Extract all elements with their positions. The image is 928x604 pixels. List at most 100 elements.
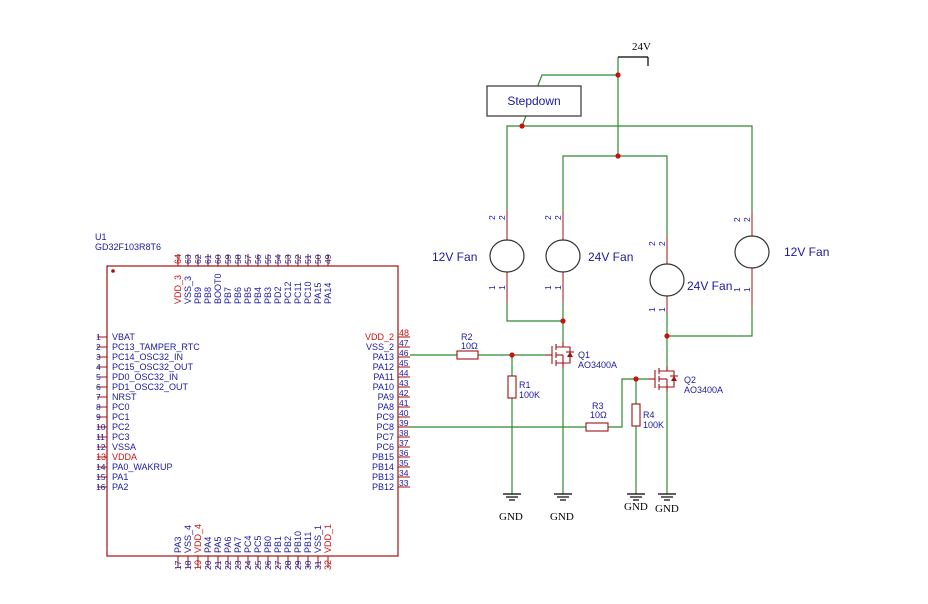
pin-number: 44 (399, 368, 409, 378)
pin-name: PC2 (112, 422, 130, 432)
pin-number: 38 (399, 428, 409, 438)
pin-number: 45 (399, 358, 409, 368)
pin-number: 62 (193, 254, 203, 264)
pin-number: 6 (96, 382, 101, 392)
pin-number: 3 (96, 352, 101, 362)
resistor-r1[interactable]: R1 100K (507, 375, 540, 400)
mcu-part: GD32F103R8T6 (95, 242, 161, 252)
pin-number: 29 (293, 560, 303, 570)
junction-q2-gate (633, 376, 639, 382)
fan4-label: 12V Fan (784, 245, 829, 259)
pin-name: VDD_2 (365, 332, 394, 342)
pin-number: 21 (213, 560, 223, 570)
pin-number: 30 (303, 560, 313, 570)
pin-name: PB9 (193, 287, 203, 304)
r2-ref: R2 (461, 332, 473, 342)
pin-name: PB2 (283, 536, 293, 553)
gnd-label-3: GND (624, 501, 648, 513)
mcu-body (106, 265, 399, 557)
pin-number: 43 (399, 378, 409, 388)
pin-number: 19 (193, 560, 203, 570)
fan2-label: 24V Fan (588, 250, 633, 264)
fan3-pin-bottom: 1 (647, 307, 657, 312)
pin-number: 53 (283, 254, 293, 264)
pin-name: PA10 (373, 382, 394, 392)
q2-part: AO3400A (684, 385, 723, 395)
fan4-pin-bottom: 1 (732, 287, 742, 292)
fan-1[interactable]: 2 2 1 1 12V Fan (432, 210, 525, 302)
pin-name: PA1 (112, 472, 128, 482)
pin-name: PB8 (203, 287, 213, 304)
pin-name: PC13_TAMPER_RTC (112, 342, 200, 352)
pin-name: PB15 (372, 452, 394, 462)
junction-12v (519, 123, 525, 129)
wire-fan1-q1 (506, 302, 563, 322)
pin-number: 18 (183, 560, 193, 570)
pin-number: 49 (323, 254, 333, 264)
resistor-r4[interactable]: R4 100K (631, 403, 664, 430)
pin-name: PC1 (112, 412, 130, 422)
fan-4[interactable]: 2 2 1 1 12V Fan (732, 212, 829, 306)
mcu-pin-pc5: 25 PC5 (253, 535, 263, 570)
pin-name: PA2 (112, 482, 128, 492)
pin-name: PB11 (303, 532, 313, 553)
pin-number: 2 (96, 342, 101, 352)
pin-name: VSS_4 (183, 525, 193, 553)
fan4-pin-top-num: 2 (742, 217, 752, 222)
mosfet-q1[interactable]: Q1 AO3400A (545, 342, 617, 370)
pin-number: 24 (243, 560, 253, 570)
fan-2[interactable]: 2 2 1 1 24V Fan (543, 212, 633, 302)
pin-name: VDD_3 (173, 275, 183, 304)
mcu-pin-pc13_tamper_rtc: 2 PC13_TAMPER_RTC (96, 342, 200, 352)
pin-name: VSSA (112, 442, 136, 452)
pin-name: PD2 (273, 286, 283, 304)
resistor-r2[interactable]: R2 10Ω (456, 332, 479, 360)
pin-number: 17 (173, 560, 183, 570)
pin-name: PB13 (372, 472, 394, 482)
mosfet-q2[interactable]: Q2 AO3400A (648, 366, 723, 395)
pin-number: 14 (96, 462, 106, 472)
stepdown-module[interactable]: Stepdown (486, 85, 582, 117)
fan2-pin-bottom: 1 (543, 285, 553, 290)
pin-name: VDD_4 (193, 524, 203, 553)
pin-name: PC5 (253, 535, 263, 553)
pin-name: NRST (112, 392, 137, 402)
resistor-r3[interactable]: R3 10Ω (585, 401, 609, 432)
junction-24v-branch (615, 153, 621, 159)
junction-q1-gate (509, 352, 515, 358)
fan4-pin-top: 2 (732, 217, 742, 222)
fan-3[interactable]: 2 2 1 1 24V Fan (647, 236, 732, 314)
pin-name: PC3 (112, 432, 130, 442)
ground-1: GND (499, 493, 523, 523)
pin-name: VSS_3 (183, 276, 193, 304)
pin-number: 8 (96, 402, 101, 412)
pin-number: 15 (96, 472, 106, 482)
pin-number: 25 (253, 560, 263, 570)
pin-number: 41 (399, 398, 409, 408)
fan4-pin-bottom-num: 1 (742, 287, 752, 292)
pin-number: 1 (96, 332, 101, 342)
pin-number: 35 (399, 458, 409, 468)
